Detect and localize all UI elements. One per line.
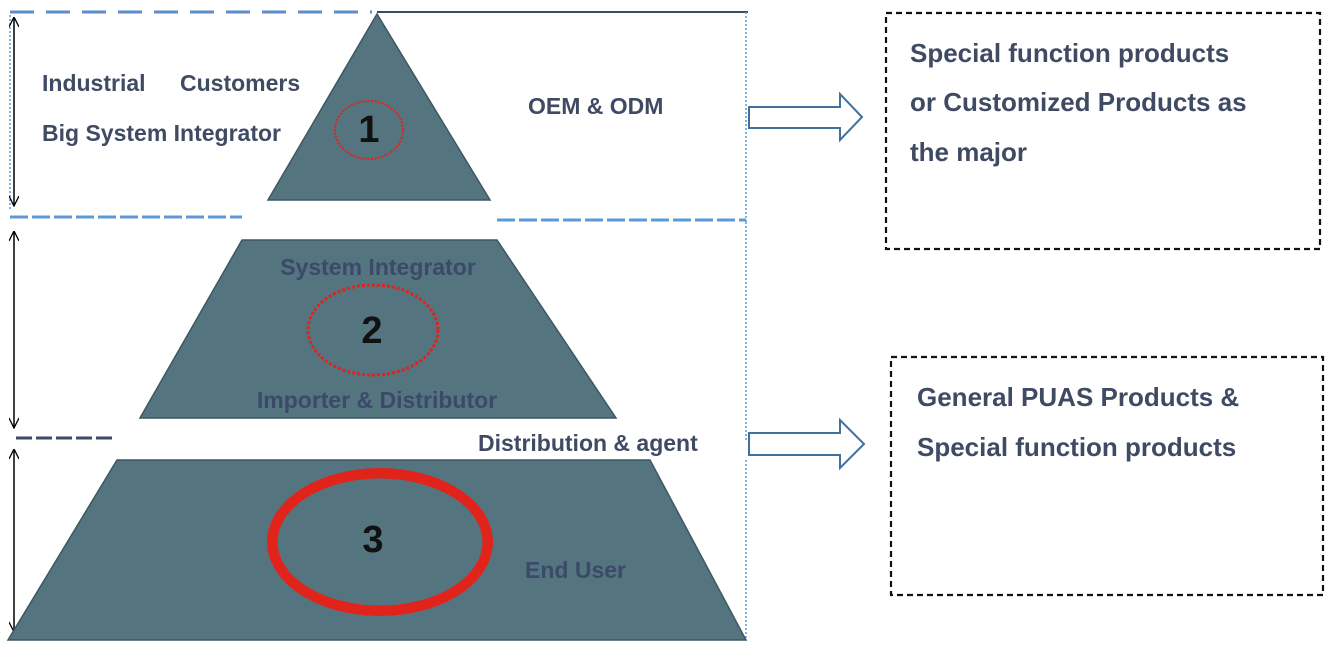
tier-2-number: 2 xyxy=(361,310,382,352)
tier-1-label-oem-odm: OEM & ODM xyxy=(528,93,663,119)
callout-box-bottom: General PUAS Products & Special function… xyxy=(889,355,1325,597)
tier-2-circle xyxy=(306,283,440,377)
tier-3-circle-scallop xyxy=(267,468,493,616)
right-arrow-icon xyxy=(748,91,864,143)
tier-1-circle xyxy=(334,100,404,160)
tier-1-label-big-system-integrator: Big System Integrator xyxy=(42,120,281,146)
callout-box-top: Special function products or Customized … xyxy=(884,11,1322,251)
tier-3-label-end-user: End User xyxy=(525,557,626,583)
tier-2-label-distribution-agent: Distribution & agent xyxy=(478,430,698,456)
tier-1-label-customers: Customers xyxy=(180,70,300,96)
tier-1-label-industrial: Industrial xyxy=(42,70,146,96)
tier-3-number: 3 xyxy=(362,519,383,561)
tier-2-frame xyxy=(16,222,747,440)
pyramid-tier-2 xyxy=(138,239,618,419)
callout-top-line-1: Special function products xyxy=(910,38,1229,68)
tier-3-circle xyxy=(274,475,486,609)
callout-bottom-line-2: Special function products xyxy=(917,432,1236,462)
pyramid-tier-1 xyxy=(266,12,492,201)
callout-bottom-line-1: General PUAS Products & xyxy=(917,382,1239,412)
tier-2-label-system-integrator: System Integrator xyxy=(280,254,476,280)
tier-2-label-importer-distributor: Importer & Distributor xyxy=(257,387,497,413)
callout-top-line-2: or Customized Products as xyxy=(910,87,1247,117)
callout-top-line-3: the major xyxy=(910,137,1027,167)
right-arrow-icon xyxy=(748,417,866,471)
tier-1-number: 1 xyxy=(358,109,379,151)
